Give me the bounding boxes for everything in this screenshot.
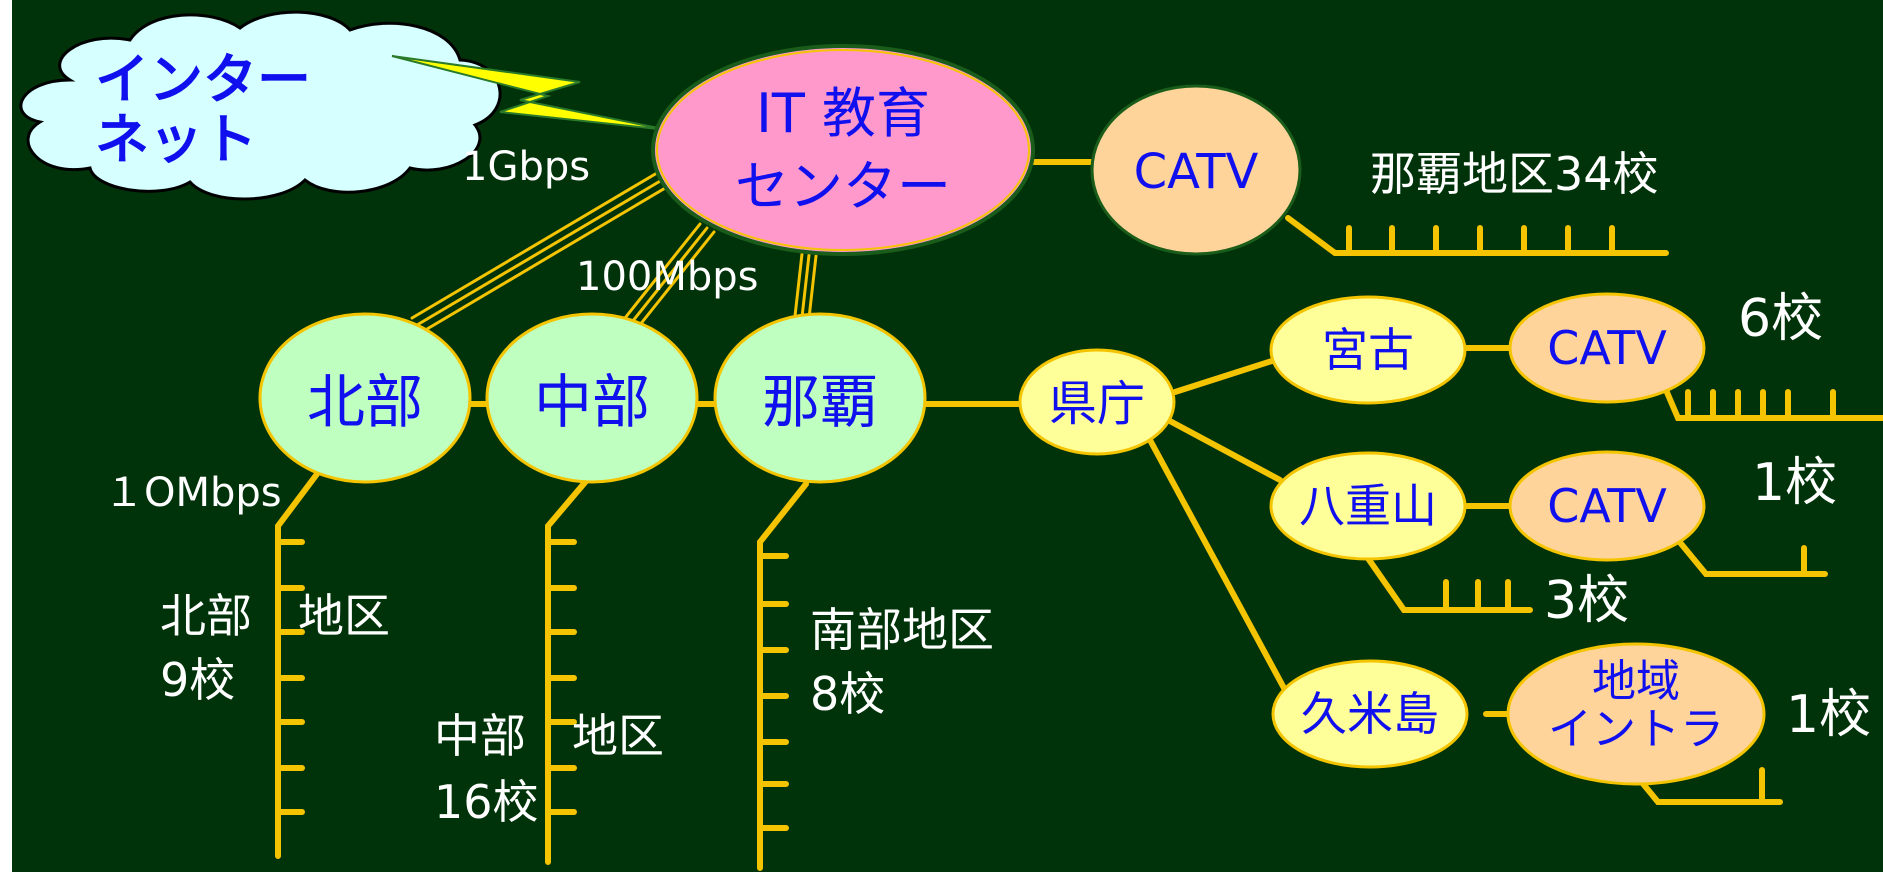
catv-main-node: CATV <box>1090 84 1302 256</box>
kumejima-node: 久米島 <box>1271 659 1469 769</box>
yaeyama-bus <box>1362 551 1533 613</box>
yaeyama-drops <box>1443 579 1511 613</box>
it-education-center-node: IT 教育 センター <box>651 44 1035 256</box>
yaeyama-catv-bus <box>1675 537 1828 577</box>
chubu-drops <box>545 539 577 815</box>
intra-label-line1: 地域 <box>1592 656 1680 707</box>
region-hokubu-node: 北部 <box>258 312 472 484</box>
catv-miyako-label: CATV <box>1547 321 1667 375</box>
white-labels: 1Gbps 100Mbps １OMbps 那覇地区34校 北部 地区 9校 中部… <box>104 144 1871 829</box>
yaeyama-catv-count-label: 1校 <box>1752 453 1837 513</box>
nanbu-bus <box>757 481 809 871</box>
chubu-bus <box>545 477 590 865</box>
link-kencho-yaeyama <box>1165 417 1283 483</box>
connections <box>275 159 1883 871</box>
cloud-label-line2: ネット <box>95 108 257 171</box>
nanbu-drops <box>757 553 789 831</box>
cloud-shape <box>19 10 502 201</box>
hokubu-district-label: 北部 地区 <box>160 589 390 643</box>
intra-label-line2: イントラ <box>1548 704 1724 755</box>
catv-yaeyama-label: CATV <box>1547 479 1667 533</box>
catv-main-label: CATV <box>1134 144 1259 200</box>
speed-10mbps: １OMbps <box>104 470 282 516</box>
miyako-bus <box>1663 387 1883 421</box>
region-chubu-label: 中部 <box>534 368 650 436</box>
chubu-count-label: 16校 <box>434 775 539 829</box>
naha-district-drops <box>1346 225 1615 256</box>
kumejima-label: 久米島 <box>1301 687 1439 741</box>
miyako-drops <box>1685 389 1836 421</box>
chubu-district-label: 中部 地区 <box>434 709 664 763</box>
yaeyama-node: 八重山 <box>1269 451 1467 561</box>
hokubu-drops <box>275 539 305 815</box>
link-center-chubu <box>623 222 716 328</box>
internet-cloud: インター ネット <box>19 10 502 201</box>
region-naha-node: 那覇 <box>713 312 927 484</box>
miyako-count-label: 6校 <box>1738 289 1823 349</box>
link-center-naha <box>793 252 818 320</box>
region-chubu-node: 中部 <box>485 312 699 484</box>
link-center-hokubu <box>410 168 674 334</box>
link-kencho-miyako <box>1172 357 1278 395</box>
yaeyama-count-label: 3校 <box>1544 571 1629 631</box>
speed-100mbps: 100Mbps <box>576 254 758 300</box>
hokubu-count-label: 9校 <box>160 653 235 707</box>
nanbu-district-label: 南部地区 <box>810 603 994 657</box>
link-kencho-kumejima <box>1147 437 1288 693</box>
nanbu-count-label: 8校 <box>810 667 885 721</box>
region-naha-label: 那覇 <box>762 368 878 436</box>
catv-yaeyama-node: CATV <box>1508 450 1706 562</box>
region-hokubu-label: 北部 <box>307 368 423 436</box>
naha-district-label: 那覇地区34校 <box>1370 147 1659 201</box>
catv-miyako-node: CATV <box>1508 292 1706 404</box>
center-label-line1: IT 教育 <box>756 82 930 145</box>
naha-district-bus <box>1285 215 1669 256</box>
yaeyama-label: 八重山 <box>1299 479 1437 533</box>
miyako-node: 宮古 <box>1269 295 1467 405</box>
speed-1gbps: 1Gbps <box>462 144 590 190</box>
kume-count-label: 1校 <box>1786 685 1871 745</box>
center-label-line2: センター <box>735 155 951 218</box>
kencho-node: 県庁 <box>1018 348 1176 456</box>
regional-intranet-node: 地域 イントラ <box>1506 642 1766 786</box>
kencho-label: 県庁 <box>1049 376 1145 432</box>
cloud-label-line1: インター <box>95 48 311 111</box>
hokubu-bus <box>275 467 323 859</box>
miyako-label: 宮古 <box>1322 323 1414 377</box>
